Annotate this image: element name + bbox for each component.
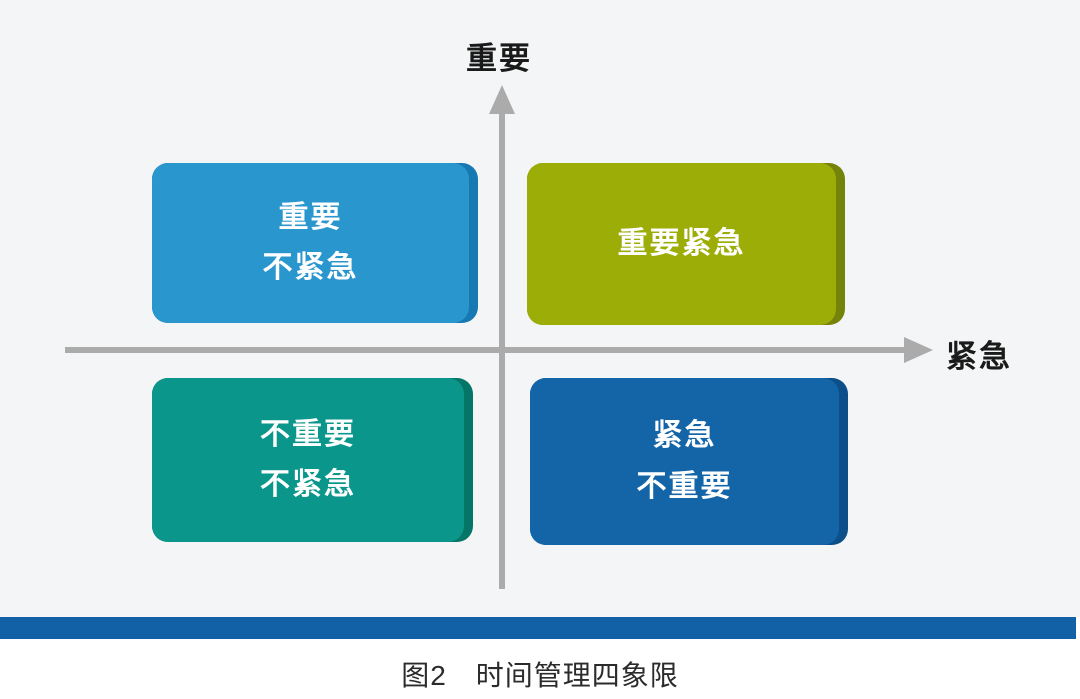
quadrant-label-line: 不重要: [260, 417, 356, 451]
x-axis-label: 紧急: [946, 339, 1012, 374]
quadrant-bottom-left-face: 不重要 不紧急: [152, 378, 464, 542]
quadrant-top-right-face: 重要紧急: [527, 163, 836, 325]
quadrant-label-line: 不紧急: [260, 468, 356, 501]
quadrant-bottom-left: 不重要 不紧急: [152, 378, 473, 542]
quadrant-label-line: 不重要: [636, 469, 733, 503]
quadrant-top-left: 重要 不紧急: [152, 163, 478, 323]
quadrant-bottom-right-face: 紧急 不重要: [530, 378, 839, 545]
x-axis-line: [65, 347, 908, 353]
quadrant-label-line: 重要紧急: [617, 226, 746, 260]
quadrant-top-right: 重要紧急: [527, 163, 845, 325]
quadrant-chart-canvas: 重要 紧急 重要 不紧急 重要紧急 不重要 不紧急 紧急 不重要: [0, 0, 1080, 617]
quadrant-top-left-face: 重要 不紧急: [152, 163, 469, 323]
quadrant-label-line: 紧急: [652, 419, 717, 452]
quadrant-label-line: 不紧急: [262, 251, 359, 284]
quadrant-label-line: 重要: [278, 200, 343, 234]
right-arrow-icon: [904, 337, 933, 363]
y-axis-label: 重要: [466, 41, 532, 76]
quadrant-bottom-right: 紧急 不重要: [530, 378, 848, 545]
divider-bar: [0, 617, 1076, 639]
figure-caption: 图2 时间管理四象限: [401, 660, 679, 691]
up-arrow-icon: [489, 85, 515, 114]
